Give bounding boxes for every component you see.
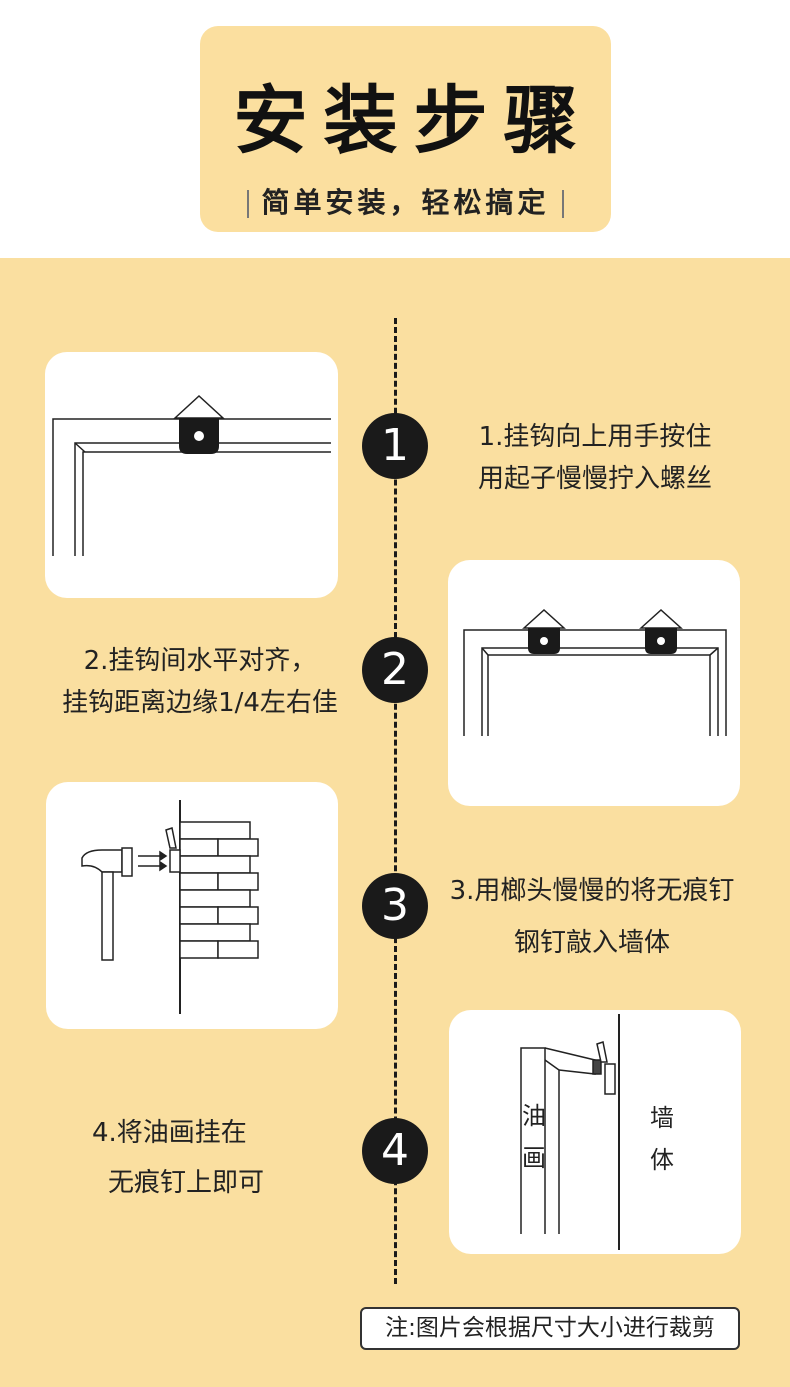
step-1-line-2: 用起子慢慢拧入螺丝 <box>477 464 712 494</box>
hook-icon-right <box>639 608 683 654</box>
step-4-line-2: 无痕钉上即可 <box>108 1168 265 1198</box>
nail-hook-icon <box>165 827 181 873</box>
subtitle-divider-right <box>561 190 564 218</box>
step-3-badge: 3 <box>362 873 428 939</box>
step-4-line-1: 4.将油画挂在 <box>92 1118 247 1148</box>
step-1-text: 1.挂钩向上用手按住 用起子慢慢拧入螺丝 <box>440 416 750 500</box>
hook-icon-left <box>522 608 566 654</box>
step-2-illustration <box>448 560 740 806</box>
step-1-badge: 1 <box>362 413 428 479</box>
step-1-line-1: 1.挂钩向上用手按住 <box>478 422 712 452</box>
hammer-wall-diagram <box>81 800 259 1014</box>
crop-note: 注:图片会根据尺寸大小进行裁剪 <box>360 1307 740 1350</box>
nail-hook-icon <box>592 1041 616 1095</box>
step-4-illustration: 油 画 墙 体 <box>449 1010 741 1254</box>
hammer-icon <box>81 847 133 961</box>
step-4-text: 4.将油画挂在 无痕钉上即可 <box>70 1112 300 1204</box>
step-3-line-1: 3.用榔头慢慢的将无痕钉 <box>449 876 735 906</box>
frame-two-hooks-diagram <box>463 608 727 736</box>
step-4-badge: 4 <box>362 1118 428 1184</box>
header-card: 安装步骤 简单安装，轻松搞定 <box>200 26 611 232</box>
step-1-illustration <box>45 352 338 598</box>
arrow-icon <box>138 850 168 872</box>
subtitle-divider-left <box>247 190 250 218</box>
wall-label: 墙 体 <box>650 1104 674 1174</box>
brick-wall <box>179 821 259 959</box>
page-subtitle: 简单安装，轻松搞定 <box>200 189 611 218</box>
step-2-badge: 2 <box>362 637 428 703</box>
painting-on-wall-diagram <box>520 1014 620 1250</box>
subtitle-text: 简单安装，轻松搞定 <box>261 186 550 219</box>
painting-label: 油 画 <box>522 1102 546 1172</box>
page-title: 安装步骤 <box>233 78 594 164</box>
step-3-illustration <box>46 782 338 1029</box>
step-2-text: 2.挂钩间水平对齐， 挂钩距离边缘1/4左右佳 <box>30 640 370 724</box>
step-3-text: 3.用榔头慢慢的将无痕钉 钢钉敲入墙体 <box>432 870 752 964</box>
step-3-line-2: 钢钉敲入墙体 <box>513 928 670 958</box>
hook-icon <box>173 394 225 454</box>
frame-hook-diagram <box>52 394 331 556</box>
timeline-dashed-line <box>394 318 397 1284</box>
step-2-line-1: 2.挂钩间水平对齐， <box>83 646 317 676</box>
step-2-line-2: 挂钩距离边缘1/4左右佳 <box>62 688 338 718</box>
